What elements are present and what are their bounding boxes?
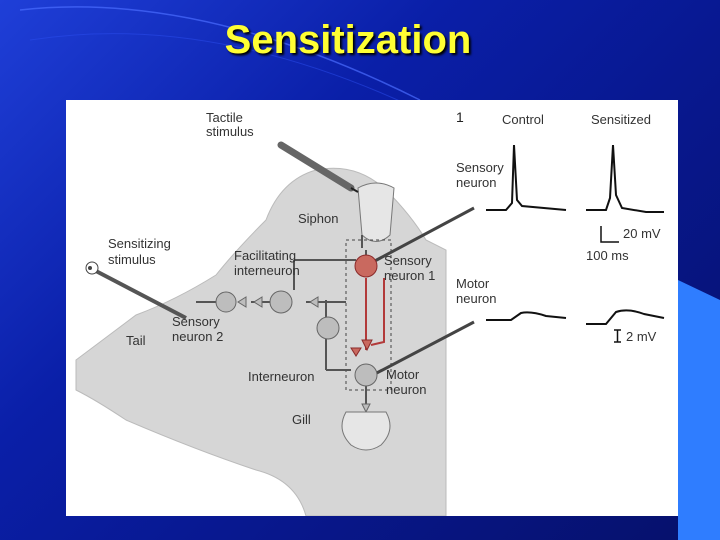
- motor-electrode: [370, 320, 475, 378]
- label-tactile-stimulus-1: Tactile: [206, 110, 243, 125]
- label-interneuron: Interneuron: [248, 369, 315, 384]
- motor-neuron-soma: [354, 363, 378, 387]
- scale-bar-motor: [614, 329, 621, 343]
- scale-label-20mv: 20 mV: [623, 226, 661, 241]
- label-tail: Tail: [126, 333, 146, 348]
- label-facilitating-interneuron-2: interneuron: [234, 263, 300, 278]
- figure-panel: Tactile stimulus Siphon Sensitizing stim…: [66, 100, 678, 517]
- sensitization-diagram: Tactile stimulus Siphon Sensitizing stim…: [75, 109, 665, 517]
- sensory-neuron-1-soma: [354, 254, 378, 278]
- facilitating-interneuron-soma: [269, 290, 293, 314]
- trace-sensory-control: [486, 144, 567, 211]
- scale-bar-sensory: [600, 226, 619, 243]
- label-gill: Gill: [292, 412, 311, 427]
- tactile-probe: [277, 141, 355, 192]
- slide-title: Sensitization: [224, 18, 472, 62]
- header-control: Control: [502, 112, 544, 127]
- siphon-shape: [357, 182, 395, 242]
- sensory-neuron-2-soma: [215, 291, 237, 313]
- label-facilitating-interneuron-1: Facilitating: [234, 248, 296, 263]
- label-siphon: Siphon: [298, 211, 338, 226]
- sensitizing-electrode: [93, 268, 187, 320]
- label-tactile-stimulus-2: stimulus: [206, 124, 254, 139]
- panel-number: 1: [456, 109, 464, 125]
- row-label-sensory-a: Sensory: [456, 160, 504, 175]
- row-label-motor-a: Motor: [456, 276, 490, 291]
- trace-motor-control: [486, 311, 567, 321]
- facilitating-pathway: [365, 278, 385, 350]
- label-motor-neuron-a: Motor: [386, 367, 420, 382]
- trace-motor-sensitized: [586, 309, 665, 325]
- label-sensory-neuron-1-a: Sensory: [384, 253, 432, 268]
- interneuron-soma: [316, 316, 340, 340]
- label-sensitizing-stimulus-1: Sensitizing: [108, 236, 171, 251]
- row-label-sensory-b: neuron: [456, 175, 496, 190]
- row-label-motor-b: neuron: [456, 291, 496, 306]
- label-sensory-neuron-2-a: Sensory: [172, 314, 220, 329]
- label-sensory-neuron-1-b: neuron 1: [384, 268, 435, 283]
- label-sensitizing-stimulus-2: stimulus: [108, 252, 156, 267]
- label-motor-neuron-b: neuron: [386, 382, 426, 397]
- sensory-electrode: [370, 206, 475, 265]
- label-sensory-neuron-2-b: neuron 2: [172, 329, 223, 344]
- header-sensitized: Sensitized: [591, 112, 651, 127]
- gill-shape: [341, 411, 391, 451]
- scale-label-2mv: 2 mV: [626, 329, 657, 344]
- scale-label-100ms: 100 ms: [586, 248, 629, 263]
- trace-sensory-sensitized: [586, 144, 664, 213]
